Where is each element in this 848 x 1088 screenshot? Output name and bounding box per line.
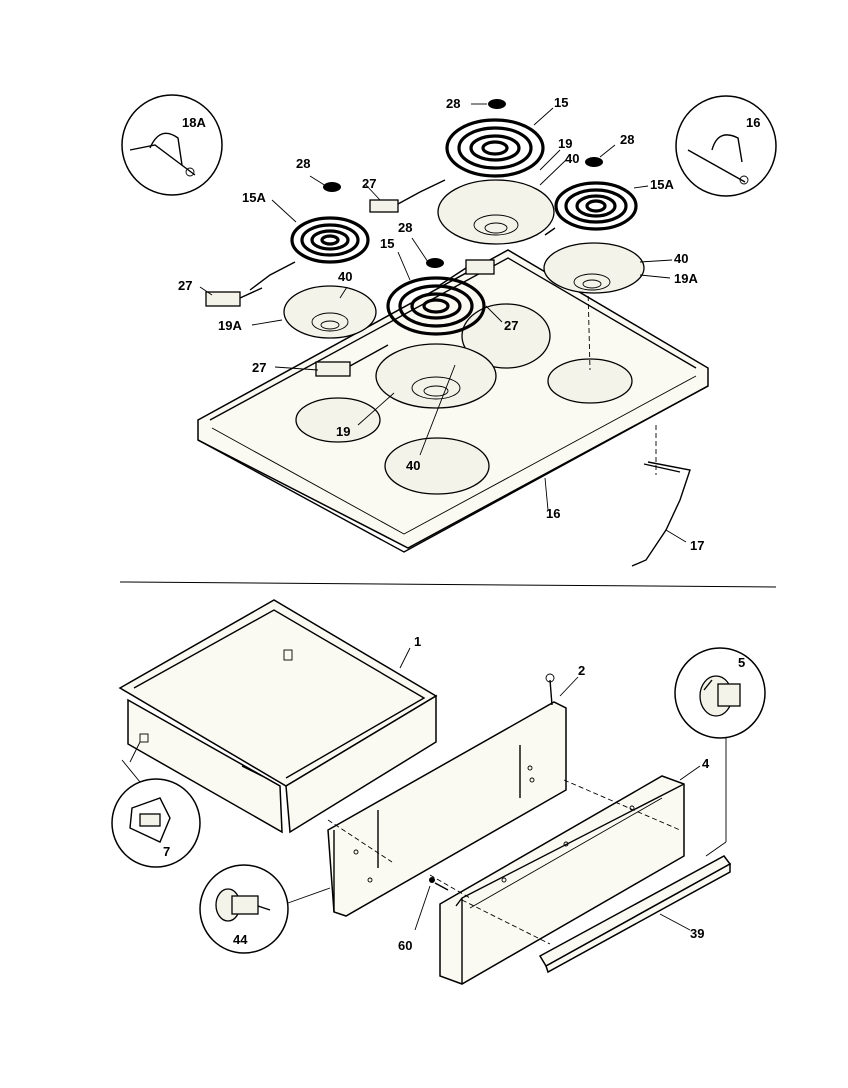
section-divider [119, 581, 777, 588]
callout-28-front: 28 [398, 220, 412, 235]
callout-19a-left: 19A [218, 318, 242, 333]
callout-40-back-center: 40 [565, 151, 579, 166]
burner-assembly-back-center [437, 99, 556, 245]
detail-circle-44 [199, 864, 289, 954]
callout-28-right: 28 [620, 132, 634, 147]
callout-5-knob: 5 [738, 655, 745, 670]
drawer-rail-39 [538, 855, 732, 974]
callout-15a-left: 15A [242, 190, 266, 205]
callout-17-bracket: 17 [690, 538, 704, 553]
callouts-top: 28 15 19 40 28 15A 40 19A 28 27 15A 27 4… [178, 95, 760, 553]
callout-16-cooktop: 16 [546, 506, 560, 521]
leader-lines-bottom [121, 647, 727, 931]
callout-19-back-center: 19 [558, 136, 572, 151]
callout-40-right: 40 [674, 251, 688, 266]
callout-19a-right: 19A [674, 271, 698, 286]
callout-19-front: 19 [336, 424, 350, 439]
callout-44-glide: 44 [233, 932, 248, 947]
drawer-panel-4 [439, 775, 685, 985]
callout-7-detail: 7 [163, 844, 170, 859]
drawer-front-panel [327, 673, 567, 917]
screw-60 [429, 877, 449, 891]
leader-lines-top [199, 103, 687, 543]
callout-4-drawer: 4 [702, 756, 710, 771]
callout-27-left: 27 [178, 278, 192, 293]
burner-assembly-left [205, 179, 446, 339]
detail-circle-18a [121, 94, 223, 196]
bracket-wire-17 [631, 461, 691, 567]
callout-15-back-center: 15 [554, 95, 568, 110]
detail-circle-5 [674, 647, 766, 739]
callout-39-rail: 39 [690, 926, 704, 941]
callouts-bottom: 1 2 4 5 7 44 60 39 [163, 634, 745, 953]
callout-60-screw: 60 [398, 938, 412, 953]
callout-28-left: 28 [296, 156, 310, 171]
detail-circle-16 [675, 95, 777, 197]
callout-18a-detail: 18A [182, 115, 206, 130]
callout-16-detail: 16 [746, 115, 760, 130]
callout-27-front-right: 27 [504, 318, 518, 333]
callout-27-back: 27 [362, 176, 376, 191]
callout-40-left: 40 [338, 269, 352, 284]
detail-circle-7 [111, 778, 201, 868]
burner-assembly-front-center [315, 258, 497, 409]
callout-1-drawer-body: 1 [414, 634, 421, 649]
callout-15-front: 15 [380, 236, 394, 251]
callout-15a-right: 15A [650, 177, 674, 192]
callout-40-front: 40 [406, 458, 420, 473]
callout-27-front-left: 27 [252, 360, 266, 375]
drawer-body [118, 599, 438, 834]
callout-28-back-center: 28 [446, 96, 460, 111]
burner-assembly-right [543, 157, 645, 294]
callout-2-front-panel: 2 [578, 663, 585, 678]
